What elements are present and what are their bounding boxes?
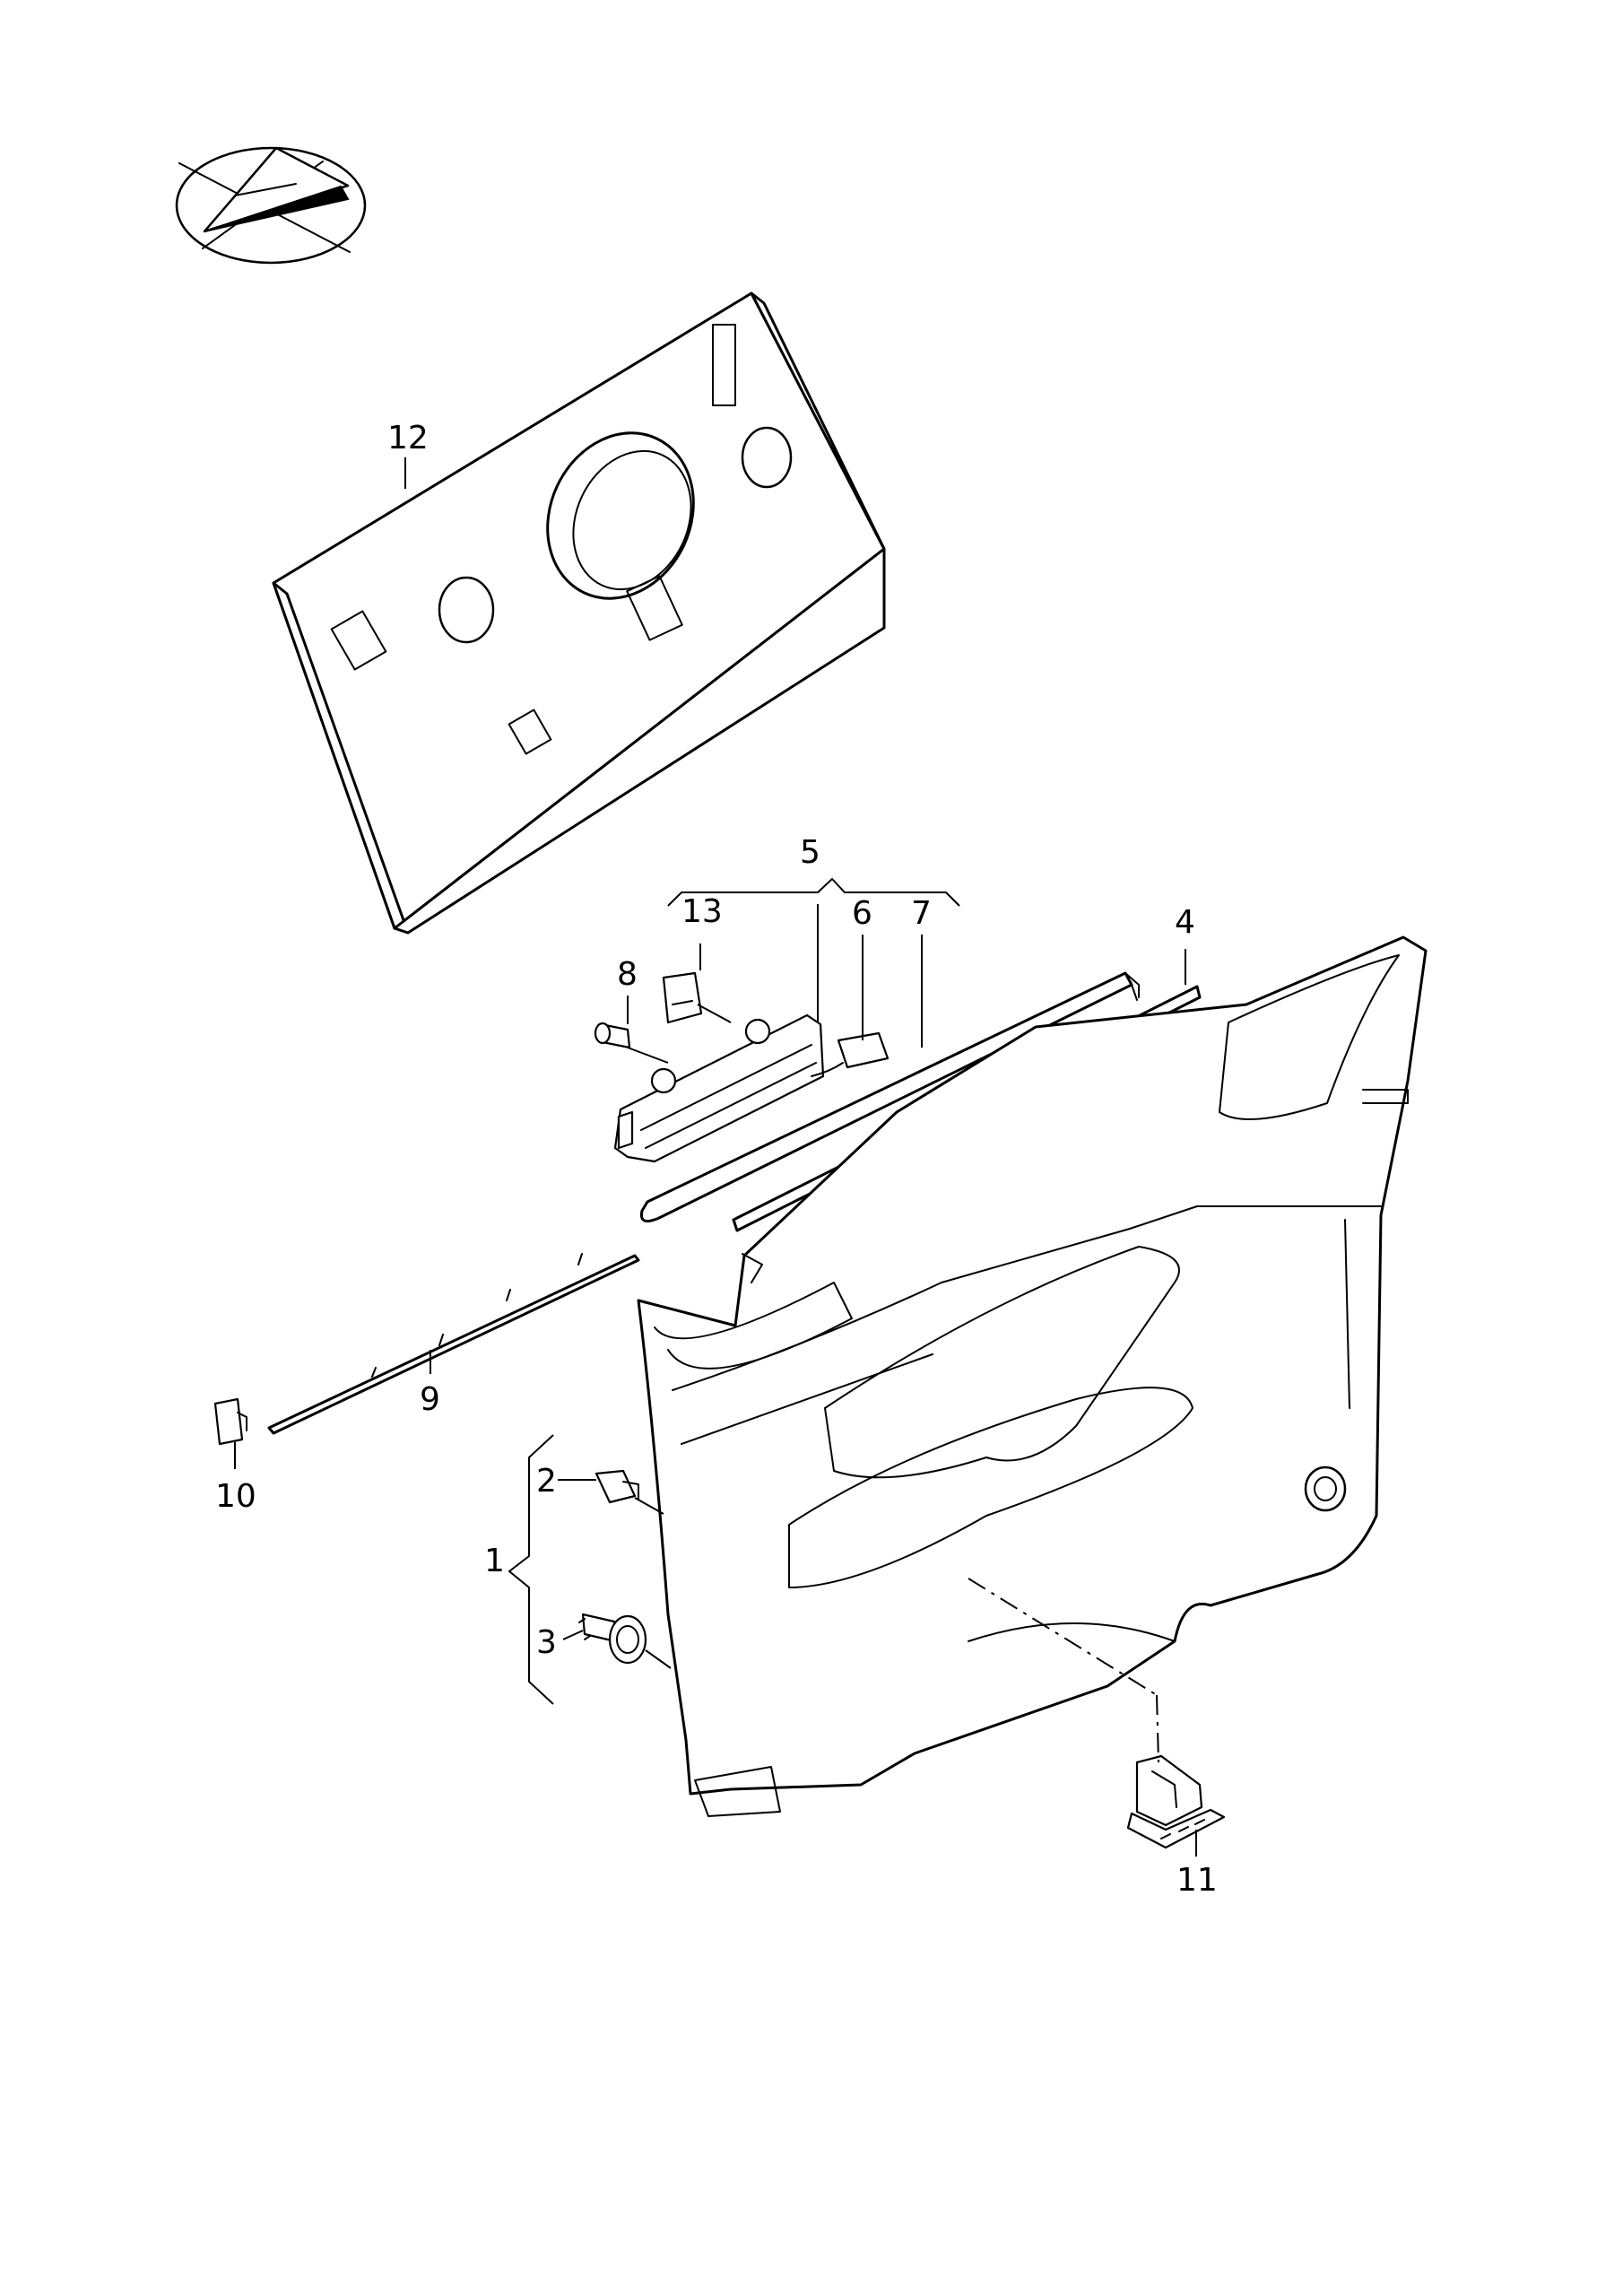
trim-strip-part	[267, 1253, 640, 1435]
regulator-rail-assembly	[594, 971, 890, 1163]
orientation-indicator-icon	[175, 146, 367, 265]
callout-11: 11	[1176, 1862, 1218, 1899]
callout-8: 8	[617, 956, 638, 993]
callout-labels: 12 5 13 6 7 4 8 9 10 2 1 3 11	[215, 420, 1218, 1899]
callout-5: 5	[800, 834, 820, 871]
callout-6: 6	[852, 895, 872, 932]
callout-13: 13	[681, 893, 723, 930]
callout-10: 10	[215, 1478, 256, 1515]
door-trim-panel	[637, 935, 1428, 1817]
insulation-pad-part	[272, 291, 886, 935]
callout-2: 2	[536, 1463, 557, 1500]
switch-housing-part	[1126, 1754, 1226, 1849]
callout-7: 7	[911, 895, 932, 932]
end-cap-part	[213, 1397, 247, 1446]
callout-9: 9	[420, 1381, 440, 1418]
callout-3: 3	[536, 1624, 557, 1661]
clip-part	[595, 1469, 639, 1504]
callout-12: 12	[387, 420, 429, 457]
callout-1: 1	[484, 1543, 505, 1579]
leader-lines	[234, 457, 1197, 1857]
callout-4: 4	[1175, 904, 1195, 941]
fastener-part	[578, 1613, 647, 1665]
